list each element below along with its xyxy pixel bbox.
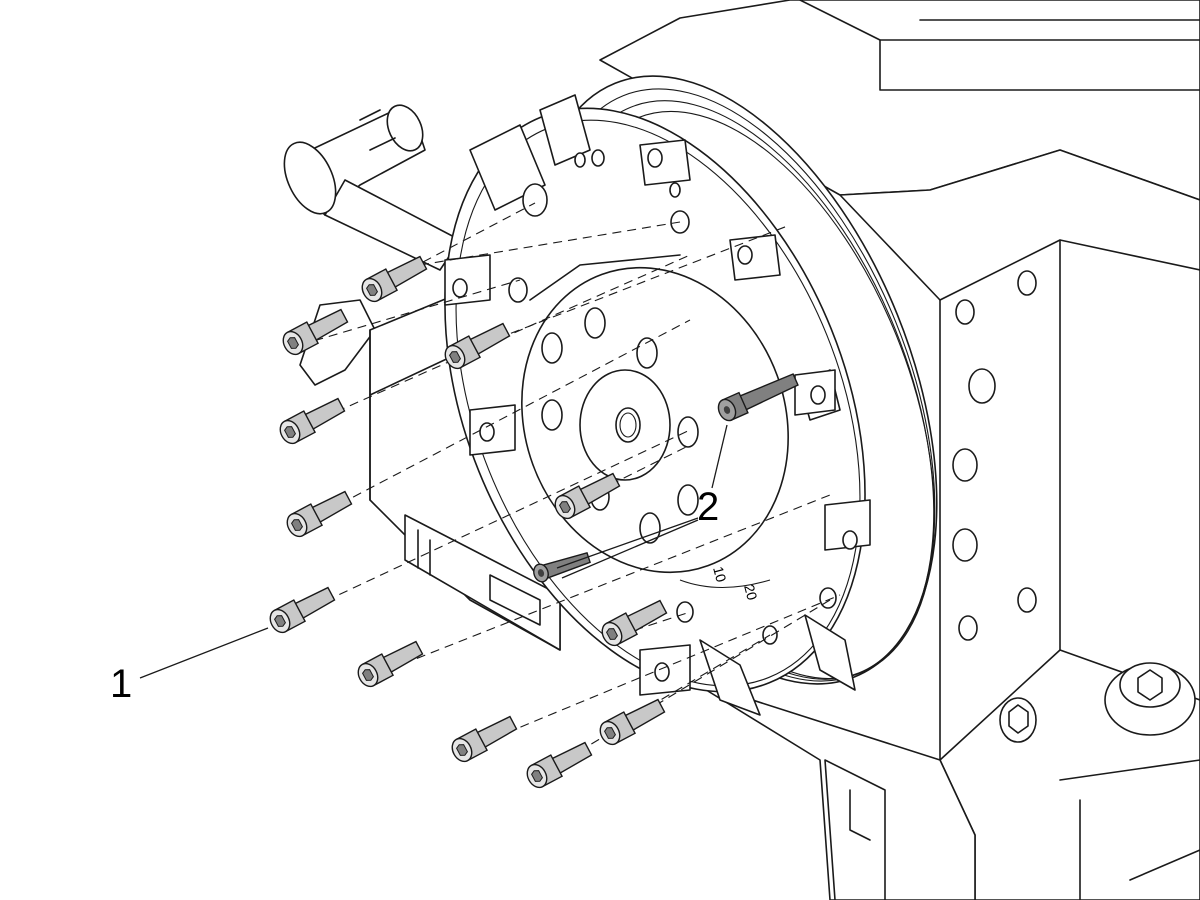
clamp-tabs [444, 139, 871, 696]
cap-screw [282, 486, 355, 541]
callout-2-leader-c [711, 424, 728, 489]
cap-screw [265, 582, 338, 637]
callout-2-leader-a [556, 517, 699, 569]
dowel-pins [533, 373, 799, 583]
hex-socket-screw [999, 662, 1196, 743]
clamp-tab [794, 369, 836, 416]
cap-screw [275, 393, 348, 448]
cap-screw [522, 737, 595, 792]
clamp-tab [444, 254, 491, 306]
rotary-housing [599, 0, 1200, 900]
callout-2: 2 [556, 424, 728, 579]
scale-mark-10: 10 [710, 565, 730, 584]
cap-screw [447, 711, 520, 766]
cap-screw [595, 694, 668, 749]
callout-1-leader [139, 627, 269, 679]
clamp-tab [639, 644, 691, 696]
callout-1-label: 1 [110, 662, 132, 706]
dowel-pin [533, 551, 591, 583]
clamp-tab [639, 139, 691, 186]
center-boss [579, 369, 671, 481]
callout-2-leader-b [561, 519, 699, 579]
housing-holes [952, 270, 1037, 641]
scale-mark-20: 20 [741, 583, 761, 602]
clamp-tab [729, 234, 781, 281]
clamp-tab [469, 404, 516, 456]
callout-1: 1 [110, 627, 269, 706]
clamp-tab [824, 499, 871, 551]
callout-2-label: 2 [697, 485, 719, 529]
ring-holes [508, 149, 837, 645]
dowel-pin [717, 373, 799, 422]
cap-screw [353, 636, 426, 691]
cap-screw [357, 251, 430, 306]
